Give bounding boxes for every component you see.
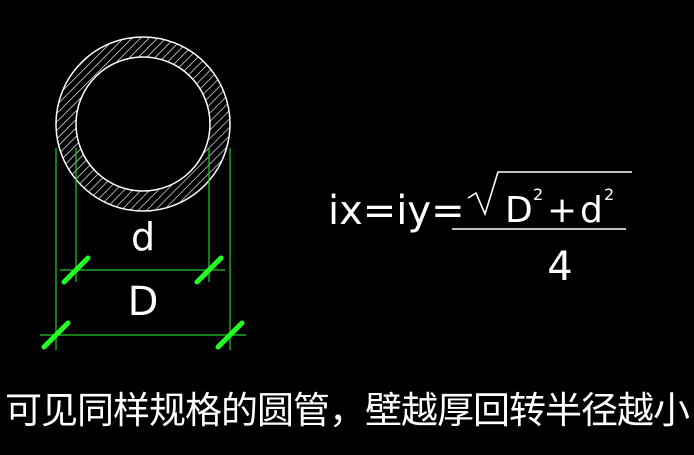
formula-plus: + [547, 190, 577, 231]
formula-num-d: d [580, 190, 603, 231]
outer-diameter-dimension: D [40, 148, 246, 350]
inner-tick-left [61, 255, 91, 285]
inner-tick-right [194, 255, 224, 285]
formula-num-D: D [505, 190, 533, 231]
outer-tick-right [215, 320, 245, 350]
gyration-formula: ix=iy= D 2 + d 2 4 [328, 171, 632, 290]
caption-text: 可见同样规格的圆管，壁越厚回转半径越小 [5, 389, 690, 432]
formula-num-d-exponent: 2 [604, 185, 614, 204]
formula-denominator: 4 [547, 244, 572, 290]
outer-diameter-label: D [128, 279, 159, 325]
sqrt-sign [467, 171, 632, 217]
inner-diameter-dimension: d [60, 148, 225, 285]
outer-circle [55, 36, 231, 212]
inner-diameter-label: d [131, 215, 155, 259]
inner-circle [75, 56, 211, 192]
formula-num-D-exponent: 2 [533, 185, 543, 204]
formula-lhs: ix=iy= [328, 188, 465, 234]
outer-tick-left [41, 320, 71, 350]
